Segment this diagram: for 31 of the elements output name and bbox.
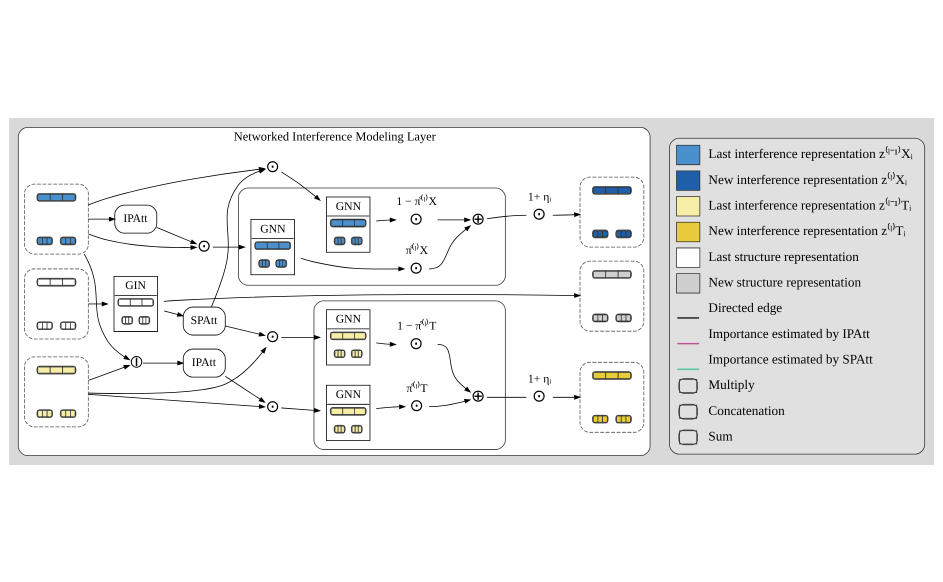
node-text: ⊕ xyxy=(471,208,486,228)
legend-label: New interference representation z⁽ˡ⁾Tᵢ xyxy=(708,222,906,238)
node-label: 1 − π̊⁽ˡ⁾T xyxy=(397,319,436,332)
legend-label: Concatenation xyxy=(708,402,785,418)
node-text: ⊙ xyxy=(409,208,424,228)
node-text: ⊙ xyxy=(409,258,424,277)
node-label: 1+ ηᵢ xyxy=(528,372,552,386)
node-label: 1+ ηᵢ xyxy=(528,190,552,203)
node-label: π̊⁽ˡ⁾X xyxy=(406,244,428,257)
legend-label: Last structure representation xyxy=(708,248,859,264)
node-text: ⊙ xyxy=(266,326,280,346)
legend-label: New structure representation xyxy=(708,274,862,290)
legend-label: Last interference representation z⁽ˡ⁻¹⁾Tᵢ xyxy=(708,196,912,212)
legend-label: Importance estimated by IPAtt xyxy=(708,325,870,340)
node-text: ⊕ xyxy=(471,386,486,406)
legend-label: Directed edge xyxy=(708,300,782,315)
node-text: ⦶ xyxy=(130,352,142,371)
node-text: ⊙ xyxy=(410,396,424,415)
node-text: ⊙ xyxy=(266,396,280,416)
legend-label: Importance estimated by SPAtt xyxy=(708,351,873,366)
legend-label: Last interference representation z⁽ˡ⁻¹⁾Xᵢ xyxy=(708,146,913,161)
node-label: π̊⁽ˡ⁾T xyxy=(406,381,428,394)
node-text: ⊙ xyxy=(532,204,546,224)
node-text: ⊙ xyxy=(266,156,280,176)
node-text: ⊙ xyxy=(409,333,424,352)
legend-label: Multiply xyxy=(708,376,755,392)
node-text: ⊙ xyxy=(197,236,212,256)
legend-label: Sum xyxy=(708,428,733,444)
node-label: 1 − π̊⁽ˡ⁾X xyxy=(396,194,437,208)
legend-label: New interference representation z⁽ˡ⁾Xᵢ xyxy=(708,171,908,186)
node-text: ⊙ xyxy=(532,386,546,406)
